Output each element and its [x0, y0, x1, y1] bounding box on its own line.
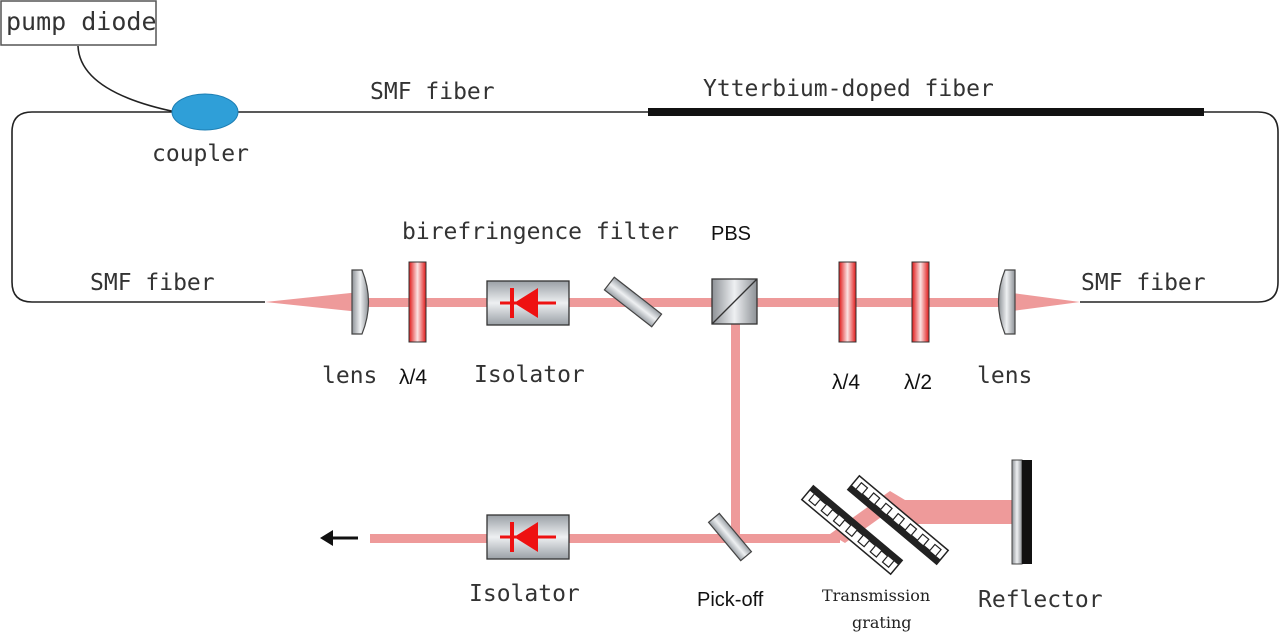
- reflector-label: Reflector: [978, 587, 1103, 613]
- waveplate-quarter-right: [838, 261, 857, 343]
- beam-left-cone: [265, 292, 360, 312]
- coupler-label: coupler: [152, 141, 249, 167]
- reflector-mirror: [1011, 459, 1032, 565]
- isolator-top-label: Isolator: [474, 362, 585, 388]
- transmission-label-line2: grating: [852, 613, 912, 632]
- smf-fiber-right-label: SMF fiber: [1081, 270, 1206, 296]
- output-arrow-icon: [320, 530, 358, 546]
- beam-to-reflector: [895, 500, 1012, 524]
- pump-diode-label: pump diode: [6, 7, 157, 36]
- lens-left: [351, 269, 370, 335]
- isolator-bottom: [486, 514, 570, 560]
- pick-off-mirror: [707, 512, 753, 562]
- lens-left-label: lens: [322, 363, 377, 389]
- transmission-label-line1: Transmission: [822, 586, 930, 605]
- pick-off-label: Pick-off: [697, 589, 764, 611]
- birefringence-filter-plate: [603, 276, 663, 328]
- fiber-loop: [11, 111, 1279, 303]
- coupler: [171, 93, 239, 131]
- beam-horizontal-top: [360, 298, 1005, 307]
- birefringence-filter-label: birefringence filter: [402, 219, 679, 245]
- ytterbium-fiber-label: Ytterbium-doped fiber: [703, 76, 994, 102]
- pbs-cube: [711, 278, 758, 325]
- beam-vertical: [731, 307, 740, 539]
- isolator-bottom-label: Isolator: [469, 581, 580, 607]
- lens-right-label: lens: [977, 363, 1032, 389]
- smf-fiber-top-label: SMF fiber: [370, 79, 495, 105]
- waveplate-half: [911, 261, 930, 343]
- waveplate-quarter-left: [408, 261, 427, 343]
- beam-right-cone: [1005, 292, 1080, 312]
- isolator-top: [486, 280, 570, 326]
- smf-fiber-left-label: SMF fiber: [90, 270, 215, 296]
- beam-horizontal-bottom: [370, 534, 840, 543]
- lens-right: [997, 269, 1016, 335]
- waveplate-quarter-right-label: λ/4: [832, 371, 860, 394]
- ytterbium-fiber-segment: [648, 108, 1204, 116]
- transmission-grating-1: [800, 484, 904, 576]
- waveplate-quarter-left-label: λ/4: [399, 366, 427, 389]
- transmission-grating-2: [846, 474, 950, 566]
- waveplate-half-label: λ/2: [904, 371, 932, 394]
- pbs-label: PBS: [711, 223, 751, 245]
- pump-fiber: [77, 45, 177, 113]
- pump-diode-box: [0, 0, 157, 46]
